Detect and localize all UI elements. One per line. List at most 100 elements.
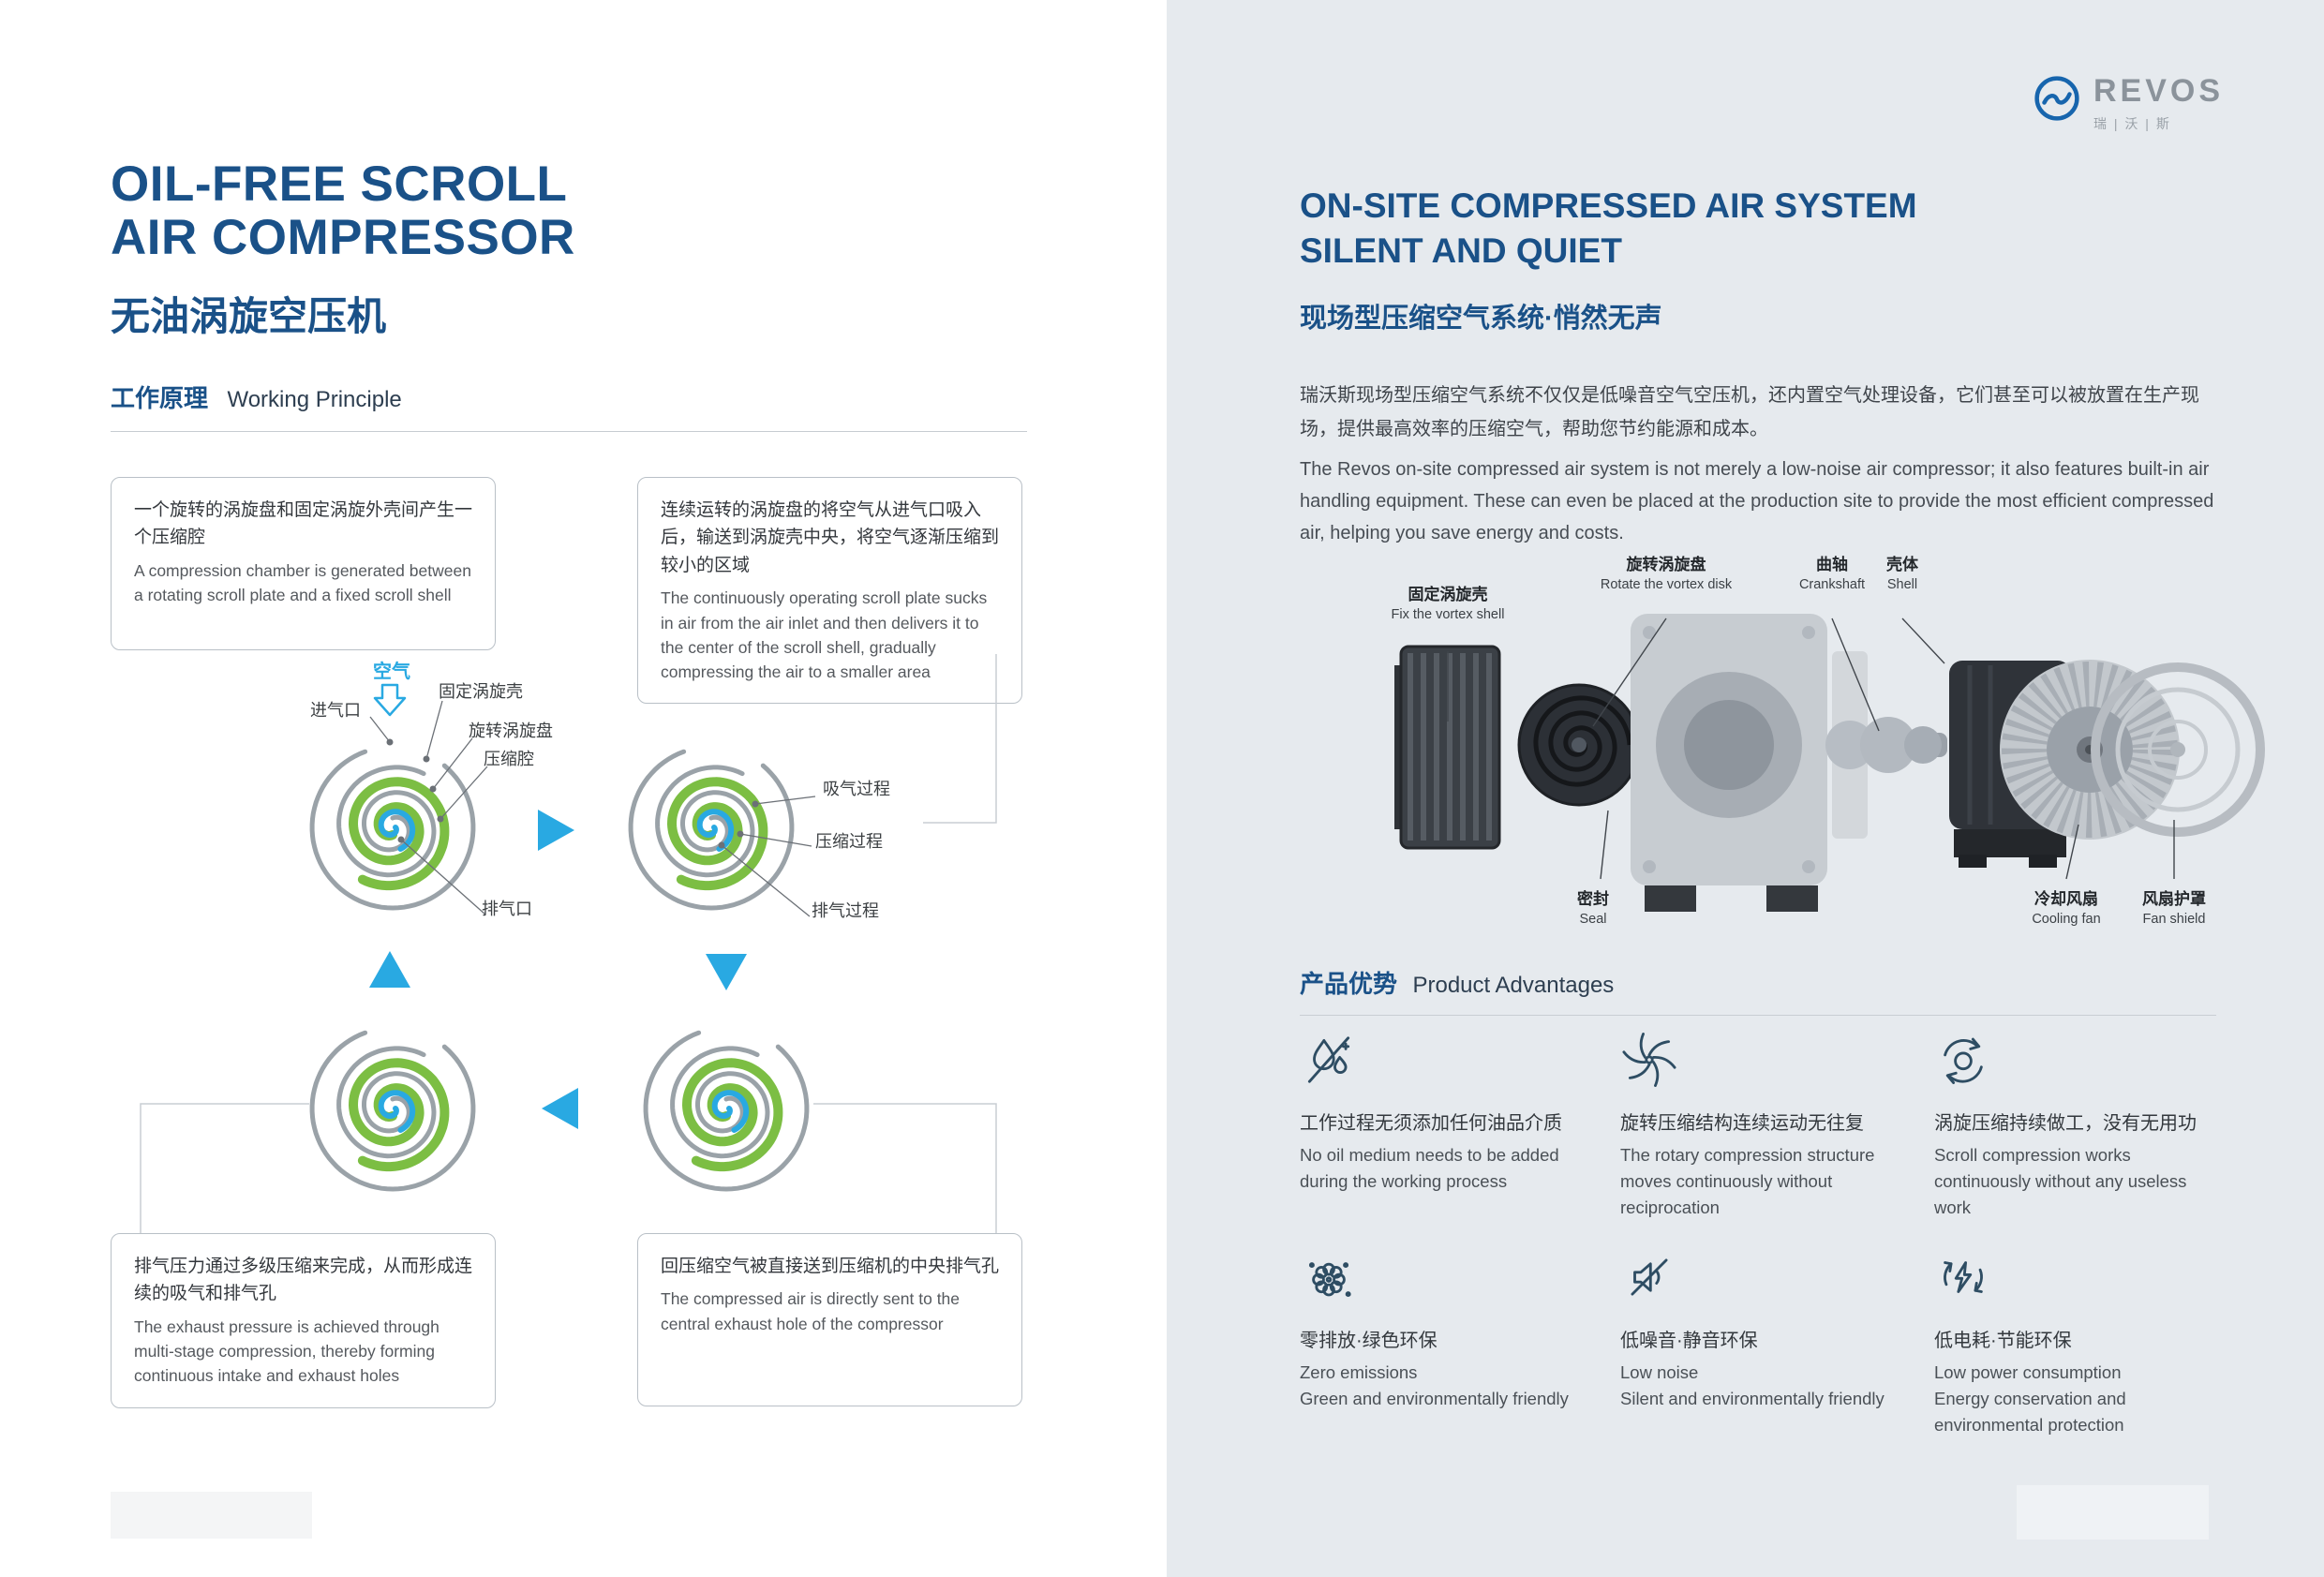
principle-box-2: 连续运转的涡旋盘的将空气从进气口吸入后，输送到涡旋壳中央，将空气逐渐压缩到较小的…: [637, 477, 1022, 705]
dot-exhaust: [718, 841, 725, 849]
exploded-compressor-illustration: [1394, 614, 2265, 912]
working-principle-cn: 工作原理: [111, 384, 209, 412]
arrow-up-icon: [369, 951, 410, 988]
r-title-chinese: 现场型压缩空气系统·悄然无声: [1300, 304, 1662, 335]
intro-paragraph-en: The Revos on-site compressed air system …: [1300, 459, 2214, 544]
principle-box-3: 排气压力通过多级压缩来完成，从而形成连续的吸气和排气孔 The exhaust …: [111, 1233, 496, 1408]
box2-en: The continuously operating scroll plate …: [661, 588, 988, 682]
box3-en: The exhaust pressure is achieved through…: [134, 1317, 439, 1386]
intro-paragraph-cn: 瑞沃斯现场型压缩空气系统不仅仅是低噪音空气空压机，还内置空气处理设备，它们甚至可…: [1300, 385, 2199, 439]
label-exhaust-port: 排气口: [482, 900, 532, 918]
intro-paragraphs: 瑞沃斯现场型压缩空气系统不仅仅是低噪音空气空压机，还内置空气处理设备，它们甚至可…: [1300, 379, 2218, 549]
scroll-cycle-diagram: [140, 654, 997, 1233]
advantage-continuous: 涡旋压缩持续做工，没有无用功 Scroll compression works …: [1934, 1031, 2246, 1220]
product-advantages-cn: 产品优势: [1300, 970, 1398, 998]
part-scroll-disk: [1517, 683, 1641, 807]
connector-box4: [813, 1103, 997, 1233]
label-air-inlet: 进气口: [310, 701, 361, 720]
footer-watermark-right: [2017, 1485, 2209, 1540]
advantage-low-noise: 低噪音·静音环保 Low noise Silent and environmen…: [1620, 1248, 1934, 1437]
part-label-fixed-shell: 固定涡旋壳 Fix the vortex shell: [1391, 586, 1505, 622]
product-advantages-heading: 产品优势 Product Advantages: [1300, 965, 2216, 1016]
working-principle-heading: 工作原理 Working Principle: [111, 379, 1027, 432]
dot-outlet: [397, 836, 405, 843]
advantage-rotary: 旋转压缩结构连续运动无往复 The rotary compression str…: [1620, 1031, 1934, 1220]
footer-watermark-left: [111, 1492, 312, 1539]
box4-en: The compressed air is directly sent to t…: [661, 1289, 961, 1333]
leader-suction: [754, 796, 816, 805]
r-title-line-2: SILENT AND QUIET: [1300, 231, 1622, 271]
dot-fixed-shell: [423, 755, 430, 763]
title-chinese: 无油涡旋空压机: [111, 294, 387, 339]
part-label-shell: 壳体 Shell: [1886, 556, 1918, 592]
label-air: 空气: [373, 662, 410, 682]
dot-suction: [752, 800, 759, 808]
scroll-stage-2: [628, 749, 795, 911]
leader-chamber: [439, 766, 488, 820]
dot-compression: [737, 830, 744, 838]
low-power-icon: [1944, 1261, 1983, 1294]
label-compression-process: 压缩过程: [815, 832, 883, 851]
logo-text-cn: 瑞 | 沃 | 斯: [2093, 116, 2171, 131]
arrow-left-icon: [542, 1088, 578, 1129]
title-line-1: OIL-FREE SCROLL: [111, 156, 568, 212]
product-advantages-en: Product Advantages: [1412, 973, 1615, 998]
part-label-fan-shield: 风扇护罩 Fan shield: [2142, 890, 2206, 927]
connector-box2: [923, 654, 997, 824]
part-label-cooling-fan: 冷却风扇 Cooling fan: [2032, 890, 2101, 927]
advantages-grid: 工作过程无须添加任何油品介质 No oil medium needs to be…: [1300, 1031, 2246, 1438]
air-inlet-arrow-icon: [373, 683, 407, 717]
label-exhaust-process: 排气过程: [812, 901, 879, 920]
leader-exhaust: [721, 844, 811, 917]
part-crankshaft: [1860, 717, 1947, 773]
label-compression-chamber: 压缩腔: [484, 750, 534, 768]
arrow-down-icon: [706, 954, 747, 990]
r-title-line-1: ON-SITE COMPRESSED AIR SYSTEM: [1300, 186, 1917, 225]
working-principle-en: Working Principle: [227, 387, 402, 412]
box4-cn: 回压缩空气被直接送到压缩机的中央排气孔: [661, 1257, 1000, 1276]
rotary-compression-icon: [1622, 1032, 1676, 1088]
principle-box-4: 回压缩空气被直接送到压缩机的中央排气孔 The compressed air i…: [637, 1233, 1022, 1406]
low-noise-icon: [1631, 1258, 1668, 1296]
scroll-stage-3: [643, 1030, 810, 1192]
part-label-crankshaft: 曲轴 Crankshaft: [1798, 556, 1866, 592]
leader-inlet: [369, 716, 391, 743]
dot-inlet: [386, 738, 394, 746]
part-cooling-fan: [2000, 660, 2180, 840]
dot-rotating-disk: [429, 785, 437, 793]
advantage-low-power: 低电耗·节能环保 Low power consumption Energy co…: [1934, 1248, 2246, 1437]
scroll-stage-1: [309, 749, 476, 911]
logo-text: REVOS: [2093, 73, 2225, 109]
label-suction-process: 吸气过程: [823, 780, 890, 798]
leader-outlet: [400, 839, 486, 915]
label-fixed-scroll-shell: 固定涡旋壳: [439, 682, 523, 701]
zero-emission-icon: [1308, 1262, 1351, 1298]
advantage-zero-emission: 零排放·绿色环保 Zero emissions Green and enviro…: [1300, 1248, 1620, 1437]
connector-box3: [140, 1103, 309, 1233]
left-page-title: OIL-FREE SCROLL AIR COMPRESSOR 无油涡旋空压机: [111, 157, 575, 342]
part-housing: [1631, 614, 1827, 912]
part-label-seal: 密封 Seal: [1577, 890, 1609, 927]
no-oil-icon: [1307, 1036, 1350, 1083]
right-page-title: ON-SITE COMPRESSED AIR SYSTEM SILENT AND…: [1300, 184, 1917, 335]
leader-compression: [739, 833, 812, 847]
part-seal-plate: [1825, 651, 1874, 839]
brand-logo: REVOS 瑞 | 沃 | 斯: [2032, 73, 2224, 133]
label-rotating-scroll-disk: 旋转涡旋盘: [469, 722, 553, 740]
scroll-stage-4: [309, 1030, 476, 1192]
arrow-right-icon: [538, 810, 574, 851]
leader-rotating-disk: [432, 737, 473, 790]
dot-chamber: [437, 815, 444, 823]
box1-en: A compression chamber is generated betwe…: [134, 560, 471, 605]
part-leader-lines: [1447, 617, 2175, 880]
logo-swirl-icon: [2034, 76, 2079, 121]
box3-cn: 排气压力通过多级压缩来完成，从而形成连续的吸气和排气孔: [134, 1257, 473, 1304]
box2-cn: 连续运转的涡旋盘的将空气从进气口吸入后，输送到涡旋壳中央，将空气逐渐压缩到较小的…: [661, 500, 1000, 575]
part-label-scroll-disk: 旋转涡旋盘 Rotate the vortex disk: [1600, 556, 1733, 592]
advantage-no-oil: 工作过程无须添加任何油品介质 No oil medium needs to be…: [1300, 1031, 1620, 1220]
continuous-rotation-icon: [1944, 1037, 1983, 1084]
box1-cn: 一个旋转的涡旋盘和固定涡旋外壳间产生一个压缩腔: [134, 500, 473, 548]
part-fan-shield: [2091, 662, 2265, 837]
leader-fixed-shell: [425, 700, 443, 760]
